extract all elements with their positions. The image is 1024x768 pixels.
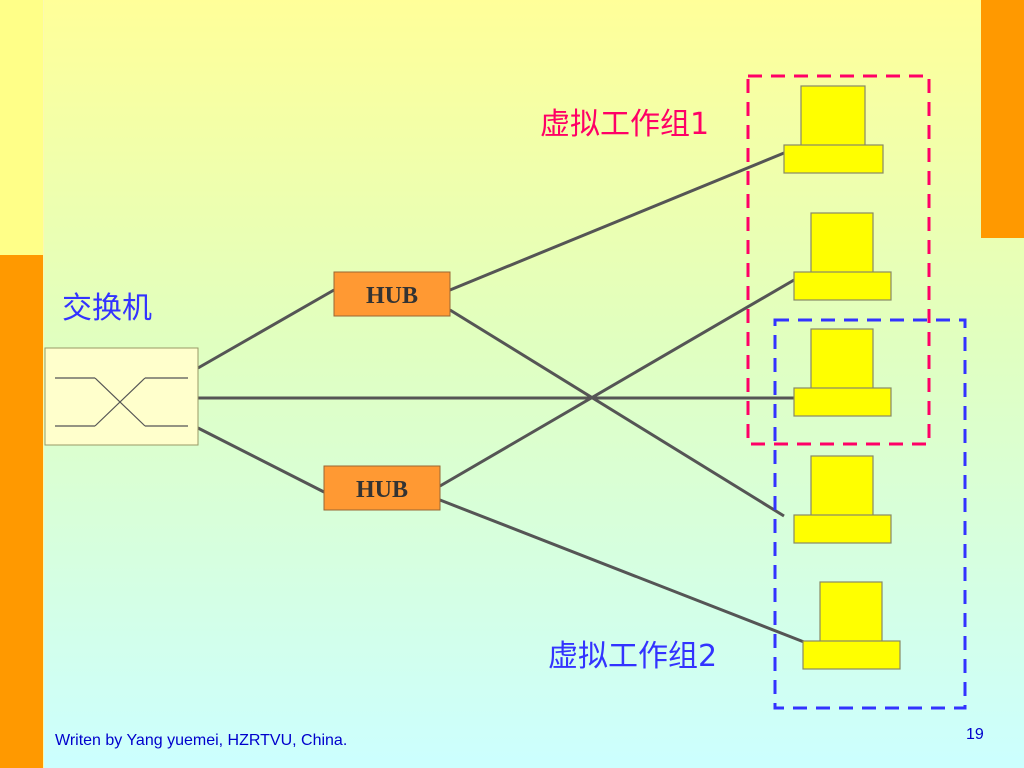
workgroup-2-label: 虚拟工作组2 — [548, 639, 718, 674]
page-number: 19 — [966, 726, 984, 743]
link-switch-hub1 — [197, 288, 335, 370]
link-hub2-pc5 — [439, 498, 805, 644]
switch-symbol — [55, 377, 188, 427]
link-hub2-pc2 — [439, 278, 795, 488]
workgroup-2-boundary — [773, 318, 967, 710]
computer-2-icon — [793, 212, 892, 301]
hub-2: HUB — [323, 465, 441, 511]
workgroup-1-label: 虚拟工作组1 — [540, 107, 710, 142]
computers — [783, 85, 901, 670]
hub-1: HUB — [333, 271, 451, 317]
switch — [44, 347, 199, 446]
hub-2-box — [323, 465, 441, 511]
hub-1-label: HUB — [366, 283, 418, 309]
footer-credit: Writen by Yang yuemei, HZRTVU, China. — [55, 732, 348, 749]
left-accent-bar-top — [0, 0, 43, 255]
hub-2-label: HUB — [356, 477, 408, 503]
link-hub1-pc1 — [449, 151, 785, 292]
computer-4-icon — [793, 455, 892, 544]
left-accent-bar — [0, 255, 43, 768]
computer-5-icon — [802, 581, 901, 670]
switch-box — [44, 347, 199, 446]
switch-label: 交换机 — [62, 291, 152, 326]
right-accent-bar — [981, 0, 1024, 238]
computer-3-icon — [793, 328, 892, 417]
computer-1-icon — [783, 85, 884, 174]
link-hub1-pc4 — [449, 308, 785, 518]
hub-1-box — [333, 271, 451, 317]
link-switch-hub2 — [197, 426, 325, 494]
left-divider-line — [43, 0, 44, 768]
connection-lines — [197, 151, 805, 644]
